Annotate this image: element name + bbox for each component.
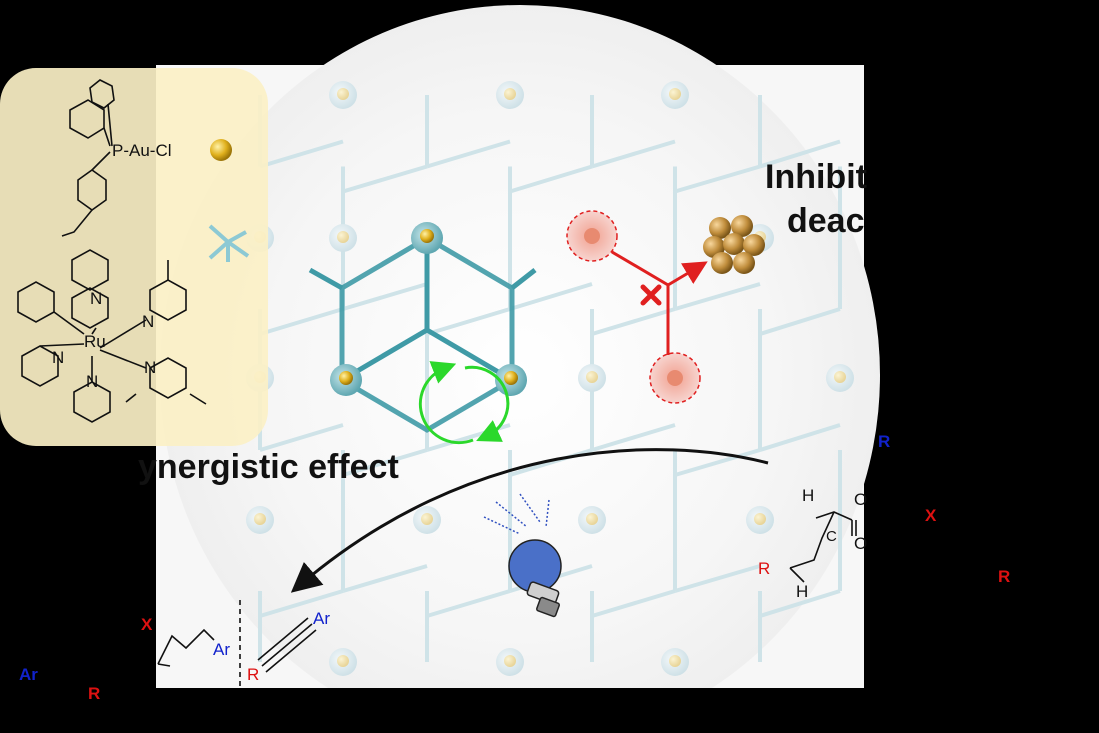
edge-ar-label: Ar	[19, 665, 38, 684]
edge-r-label: R	[88, 684, 101, 703]
edge-r-blue-label: R	[878, 432, 891, 451]
lattice-bond	[591, 307, 676, 336]
lattice-gold-site	[254, 513, 266, 525]
lattice-bond	[674, 164, 761, 194]
edge-r-red-label: R	[998, 567, 1011, 586]
lattice-gold-site	[669, 88, 681, 100]
lattice-bond	[259, 589, 344, 618]
lattice-bond	[759, 139, 841, 169]
light-bulb-icon	[483, 493, 562, 618]
allene-c-label: C	[826, 528, 837, 545]
gold-cluster-icon	[703, 215, 765, 274]
n-label: N	[142, 312, 155, 331]
lattice-bond	[342, 448, 428, 477]
gold-site	[420, 229, 434, 243]
lattice-bond	[591, 589, 676, 618]
deactivation-label: deac	[787, 202, 865, 240]
n-label: N	[86, 372, 99, 391]
allene-h-label: H	[796, 582, 809, 601]
lattice-gold-site	[337, 655, 349, 667]
alkyne-r-label: R	[247, 665, 260, 684]
lattice-bond	[759, 589, 841, 618]
lattice-gold-site	[834, 371, 846, 383]
lattice-gold-site	[337, 231, 349, 243]
lattice-gold-site	[504, 88, 516, 100]
gold-site	[504, 371, 518, 385]
n-label: N	[144, 358, 157, 377]
ru-bpy-structure	[17, 224, 250, 423]
inhibit-label: Inhibit	[765, 158, 867, 196]
lattice-gold-site	[337, 88, 349, 100]
n-label: N	[52, 348, 65, 367]
allene-o-label: O	[854, 534, 868, 553]
lattice-bond	[259, 307, 344, 336]
lattice-bond	[759, 423, 841, 452]
gold-atom-icon	[210, 139, 232, 161]
lattice-gold-site	[421, 513, 433, 525]
lattice-bond	[342, 164, 428, 194]
allene-r-label: R	[758, 559, 771, 578]
lattice-bond	[259, 139, 344, 169]
ph3p-au-structure	[61, 79, 115, 237]
lattice-gold-site	[586, 513, 598, 525]
lattice-bond	[674, 448, 761, 477]
allene-structure	[789, 511, 857, 583]
p-au-cl-label: P-Au-Cl	[112, 141, 172, 160]
n-label: N	[90, 289, 103, 308]
product-structure	[157, 600, 241, 690]
lattice-bond	[591, 423, 676, 452]
synergistic-effect-label: ynergistic effect	[138, 448, 399, 486]
lattice-bond	[342, 564, 428, 593]
catalyst-panel	[0, 68, 268, 446]
product-x-label: X	[141, 615, 153, 634]
lattice-bond	[509, 164, 593, 194]
lattice-gold-site	[504, 655, 516, 667]
lattice-bond	[342, 282, 428, 311]
lattice-bond	[426, 139, 511, 169]
catalytic-cycle	[418, 361, 510, 445]
reaction-arrow	[290, 448, 769, 593]
lattice-bond	[674, 282, 761, 311]
product-ar-label: Ar	[213, 640, 230, 659]
lattice-bond	[674, 564, 761, 593]
lattice-bond	[591, 139, 676, 169]
lattice-bond	[509, 282, 593, 311]
edge-x-label: X	[925, 506, 937, 525]
lattice-gold-site	[754, 513, 766, 525]
inhibited-aggregation	[566, 210, 765, 404]
lattice-bond	[759, 307, 841, 336]
lattice-bond	[426, 589, 511, 618]
alkyne-ar-label: Ar	[313, 609, 330, 628]
lattice-bond	[426, 307, 511, 336]
ru-label: Ru	[84, 332, 106, 351]
lattice-bond	[259, 423, 344, 452]
lattice-gold-site	[669, 655, 681, 667]
alkyne-structure	[257, 617, 317, 673]
allene-o-label: O	[854, 490, 868, 509]
lattice-gold-site	[586, 371, 598, 383]
gold-site	[339, 371, 353, 385]
blocked-cross-icon	[640, 284, 662, 306]
allene-h-label: H	[802, 486, 815, 505]
